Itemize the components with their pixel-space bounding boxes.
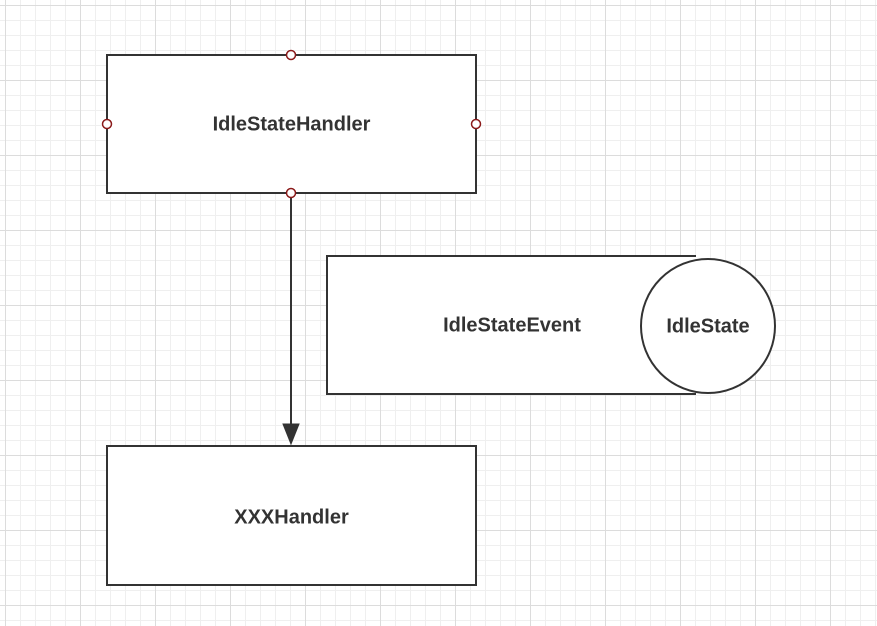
- idle-state-event-node[interactable]: IdleStateEvent: [326, 255, 696, 395]
- connection-handle-bottom[interactable]: [285, 187, 297, 199]
- idle-state-node[interactable]: IdleState: [640, 258, 776, 394]
- idle-state-event-label: IdleStateEvent: [443, 314, 581, 336]
- idle-state-label: IdleState: [666, 315, 749, 337]
- idle-state-handler-node[interactable]: IdleStateHandler: [101, 49, 482, 194]
- connection-handle-right[interactable]: [470, 118, 482, 130]
- xxx-handler-node[interactable]: XXXHandler: [106, 445, 477, 586]
- idle-state-handler-label: IdleStateHandler: [213, 113, 371, 135]
- idle-state-handler-box[interactable]: [106, 54, 477, 194]
- idle-state-event-box[interactable]: [326, 255, 696, 395]
- xxx-handler-label: XXXHandler: [234, 506, 349, 528]
- arrowhead-icon: [282, 423, 300, 446]
- handler-to-xxxhandler-edge[interactable]: [282, 193, 300, 446]
- connection-handle-left[interactable]: [101, 118, 113, 130]
- idle-state-circle[interactable]: [640, 258, 776, 394]
- xxx-handler-box[interactable]: [106, 445, 477, 586]
- connection-handle-top[interactable]: [285, 49, 297, 61]
